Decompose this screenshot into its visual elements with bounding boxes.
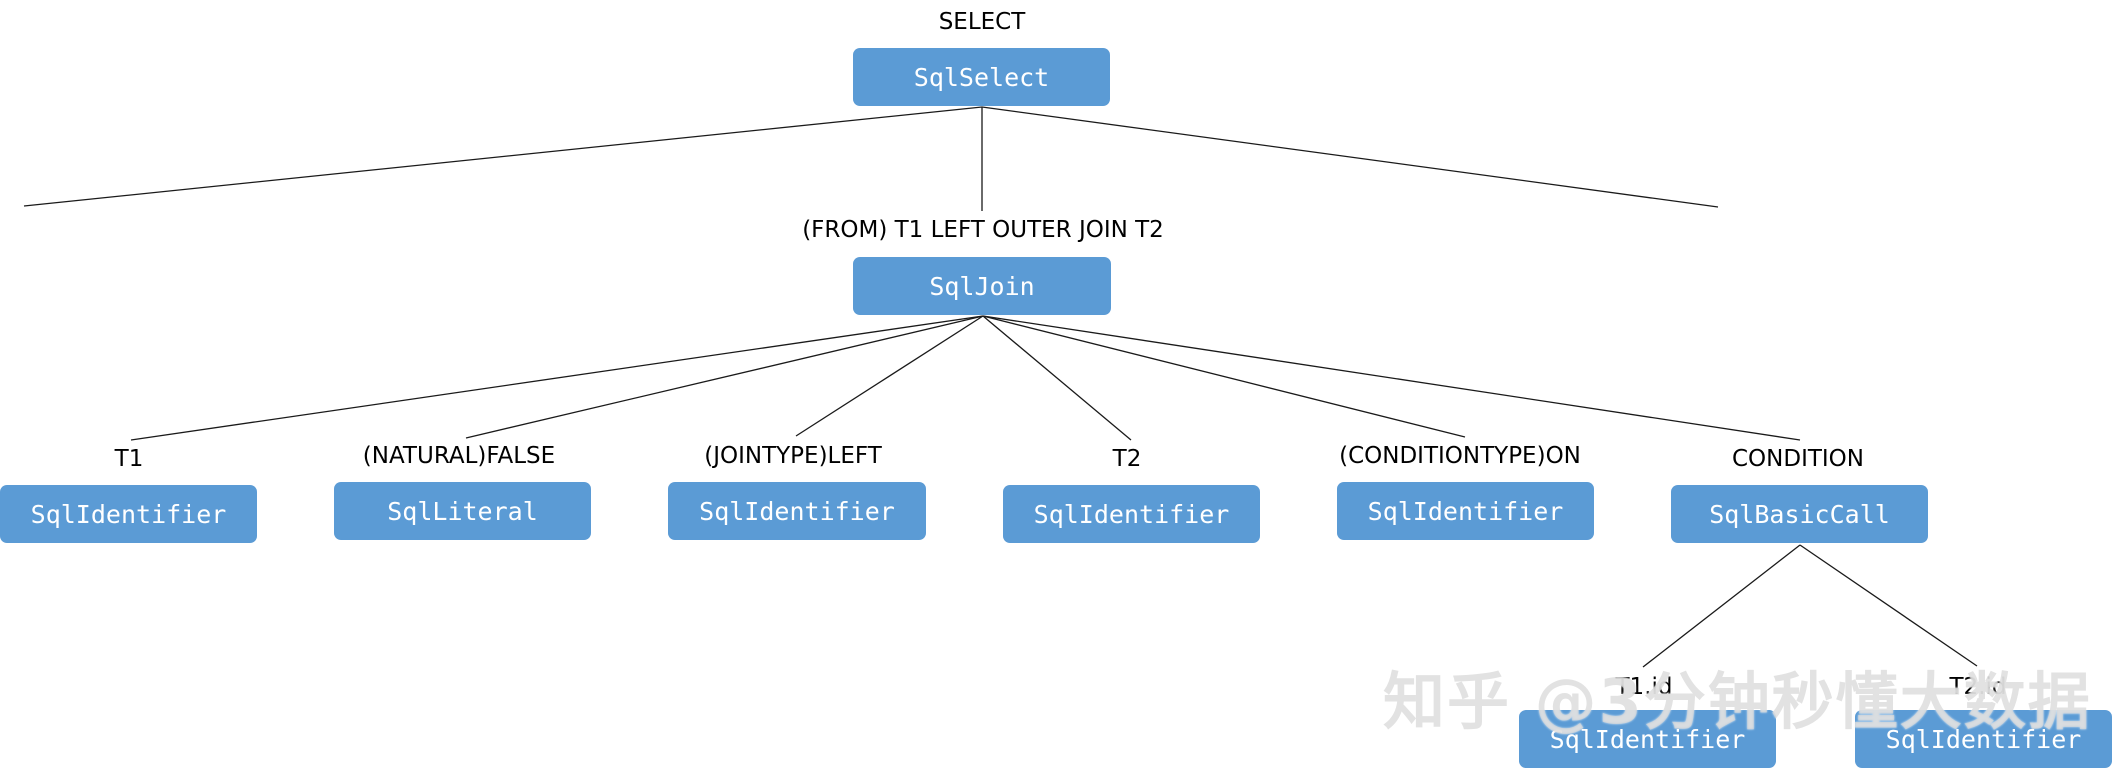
edge-condition-t1id (1642, 544, 1801, 668)
node-label-t2: T2 (1112, 446, 1142, 472)
edge-join-natural (465, 315, 984, 439)
node-sqljoin: SqlJoin (853, 257, 1111, 315)
edge-select-right (981, 106, 1719, 208)
node-sqlidentifier-t1id: SqlIdentifier (1519, 710, 1776, 768)
edge-join-conditiontype (982, 315, 1466, 438)
node-sqlidentifier-jointype: SqlIdentifier (668, 482, 926, 540)
edge-join-t2 (982, 315, 1132, 441)
edge-join-t1 (130, 315, 984, 441)
node-sqlbasiccall: SqlBasicCall (1671, 485, 1928, 543)
node-label-jointype: (JOINTYPE)LEFT (704, 443, 882, 469)
edge-condition-t2id (1799, 544, 1978, 667)
node-sqlliteral: SqlLiteral (334, 482, 591, 540)
node-label-t2id: T2.id (1949, 674, 2007, 700)
node-label-conditiontype: (CONDITIONTYPE)ON (1339, 443, 1581, 469)
node-label-t1id: T1.id (1615, 674, 1673, 700)
node-label-join: (FROM) T1 LEFT OUTER JOIN T2 (802, 217, 1164, 243)
node-sqlidentifier-t1: SqlIdentifier (0, 485, 257, 543)
edge-join-condition (982, 315, 1801, 441)
node-label-condition: CONDITION (1731, 446, 1865, 472)
node-label-t1: T1 (114, 446, 144, 472)
node-sqlidentifier-t2: SqlIdentifier (1003, 485, 1260, 543)
node-sqlidentifier-t2id: SqlIdentifier (1855, 710, 2112, 768)
node-label-select: SELECT (938, 9, 1026, 35)
node-sqlidentifier-conditiontype: SqlIdentifier (1337, 482, 1594, 540)
node-sqlselect: SqlSelect (853, 48, 1110, 106)
node-label-natural: (NATURAL)FALSE (362, 443, 556, 469)
edge-join-jointype (795, 315, 984, 437)
edge-select-left (23, 106, 983, 207)
